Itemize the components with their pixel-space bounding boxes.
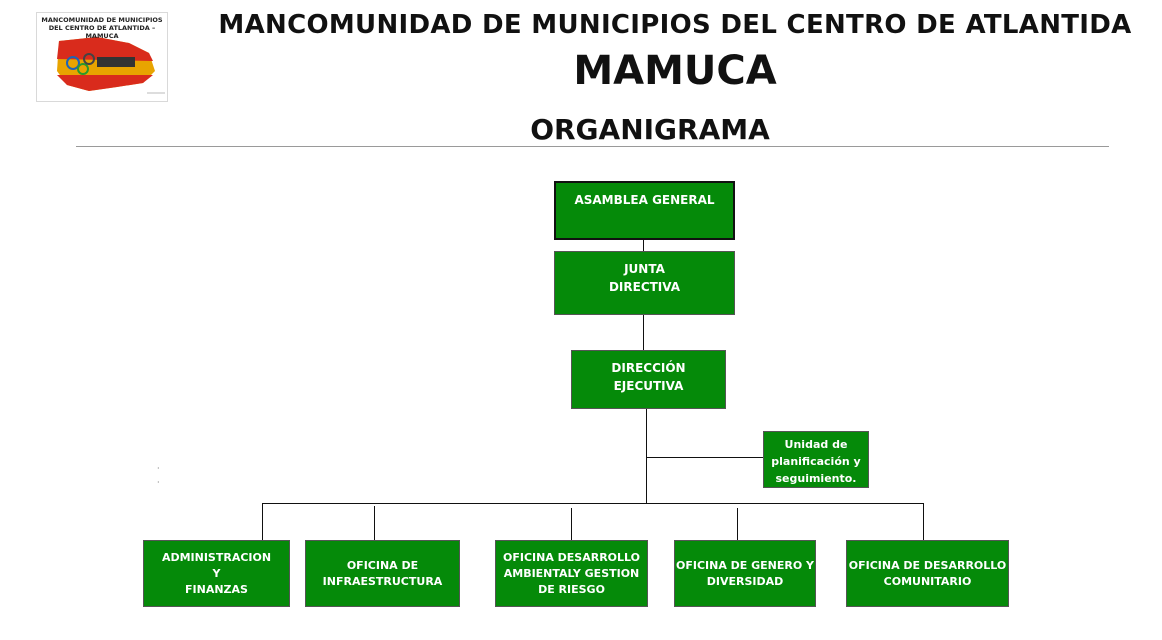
box-unidad-planificacion-label: Unidad de planificación y seguimiento. xyxy=(771,438,861,485)
connector-unidad-branch xyxy=(646,457,763,458)
logo: MANCOMUNIDAD DE MUNICIPIOS DEL CENTRO DE… xyxy=(36,12,168,102)
box-office-infraestructura: OFICINA DE INFRAESTRUCTURA xyxy=(305,540,460,607)
stray-mark: · xyxy=(157,464,160,473)
box-asamblea-general-label: ASAMBLEA GENERAL xyxy=(574,193,715,207)
connector-direccion-trunk xyxy=(646,409,647,503)
connector-office-1 xyxy=(262,503,263,540)
office-label: ADMINISTRACION Y FINANZAS xyxy=(161,550,272,596)
connector-office-2 xyxy=(374,506,375,540)
box-junta-directiva-label: JUNTA DIRECTIVA xyxy=(608,262,681,294)
connector-junta-direccion xyxy=(643,315,644,350)
title-line-2: MAMUCA xyxy=(573,48,777,94)
map-logo-icon xyxy=(57,37,165,94)
connector-offices-bus xyxy=(262,503,923,504)
page-subtitle: ORGANIGRAMA xyxy=(530,113,770,146)
connector-office-3 xyxy=(571,508,572,540)
office-label: OFICINA DE DESARROLLO COMUNITARIO xyxy=(848,558,1007,588)
office-label: OFICINA DE INFRAESTRUCTURA xyxy=(322,558,443,588)
connector-office-4 xyxy=(737,508,738,540)
office-label: OFICINA DESARROLLO AMBIENTALY GESTION DE… xyxy=(502,550,641,596)
stray-mark: · xyxy=(157,478,160,487)
title-line-1: MANCOMUNIDAD DE MUNICIPIOS DEL CENTRO DE… xyxy=(218,10,1132,40)
box-asamblea-general: ASAMBLEA GENERAL xyxy=(554,181,735,240)
box-unidad-planificacion: Unidad de planificación y seguimiento. xyxy=(763,431,869,488)
box-junta-directiva: JUNTA DIRECTIVA xyxy=(554,251,735,315)
box-office-administracion: ADMINISTRACION Y FINANZAS xyxy=(143,540,290,607)
office-label: OFICINA DE GENERO Y DIVERSIDAD xyxy=(675,558,815,588)
connector-office-5 xyxy=(923,503,924,540)
header-divider xyxy=(76,146,1109,147)
box-direccion-ejecutiva-label: DIRECCIÓN EJECUTIVA xyxy=(611,361,686,393)
connector-asamblea-junta xyxy=(643,240,644,251)
box-office-genero: OFICINA DE GENERO Y DIVERSIDAD xyxy=(674,540,816,607)
box-office-comunitario: OFICINA DE DESARROLLO COMUNITARIO xyxy=(846,540,1009,607)
box-direccion-ejecutiva: DIRECCIÓN EJECUTIVA xyxy=(571,350,726,409)
box-office-ambiental: OFICINA DESARROLLO AMBIENTALY GESTION DE… xyxy=(495,540,648,607)
logo-caption: MANCOMUNIDAD DE MUNICIPIOS DEL CENTRO DE… xyxy=(41,16,163,40)
